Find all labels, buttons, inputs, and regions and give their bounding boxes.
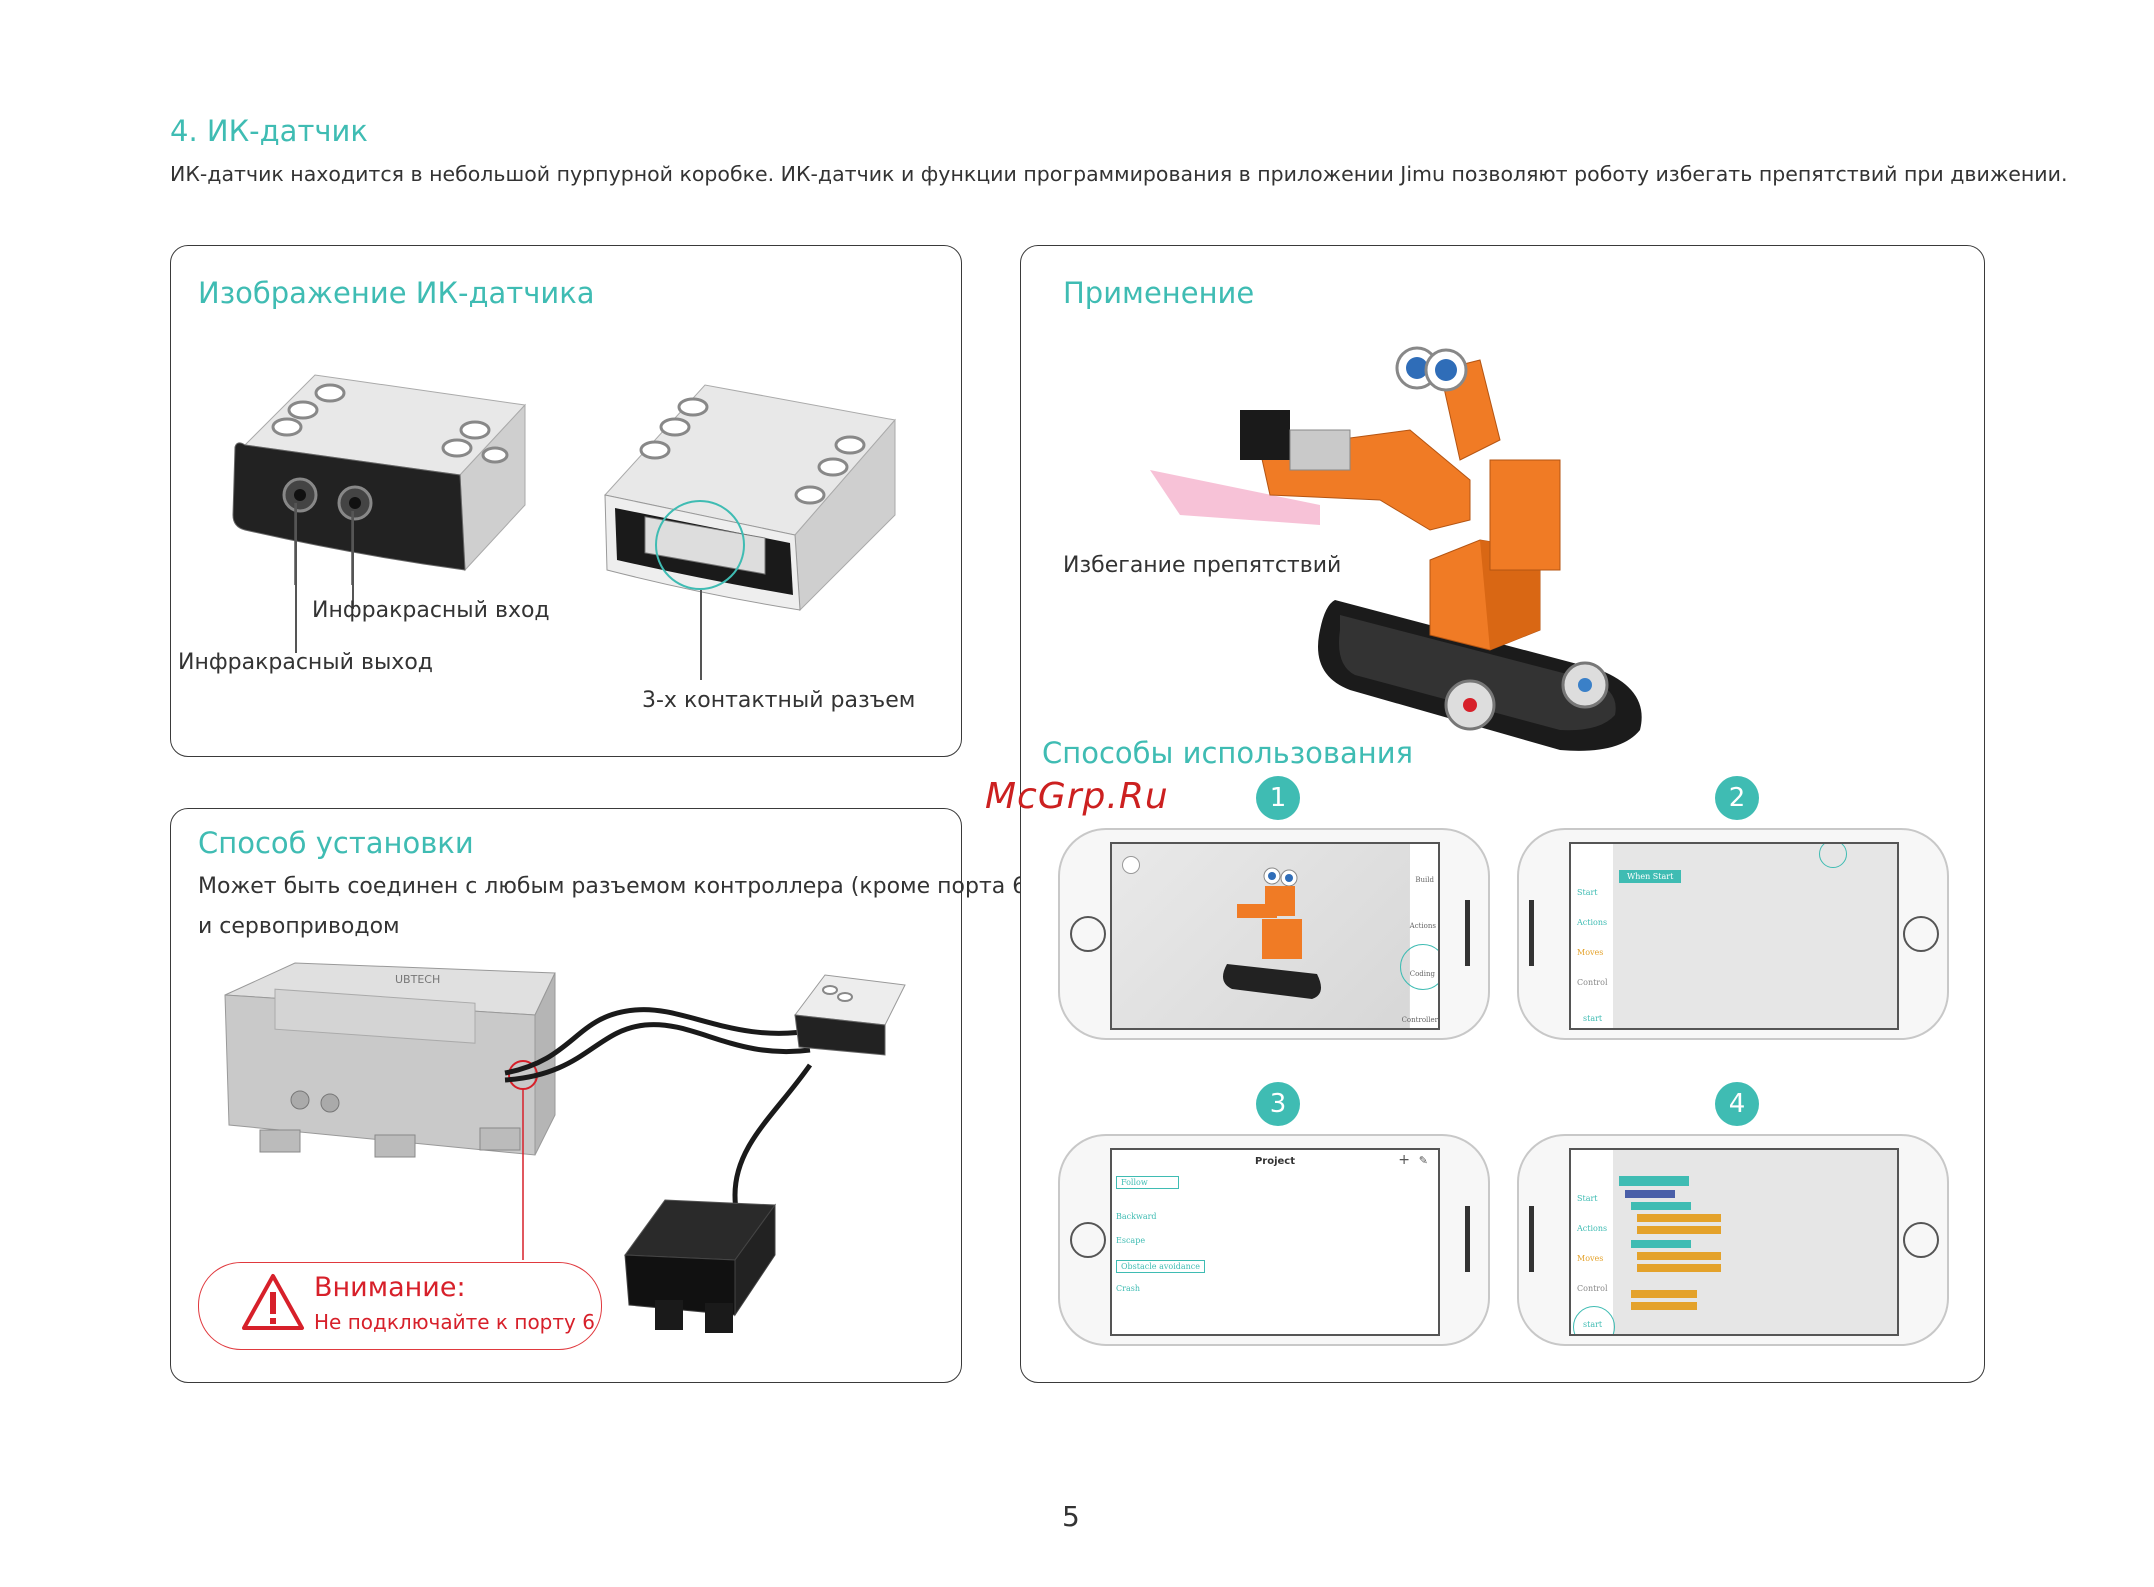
category-start[interactable]: Start	[1577, 888, 1598, 897]
step-3-badge: 3	[1256, 1082, 1300, 1126]
phone-step-1: Build Actions Coding Controller	[1058, 828, 1490, 1040]
category-moves[interactable]: Moves	[1577, 1254, 1604, 1263]
home-button	[1070, 916, 1106, 952]
speaker	[1465, 1206, 1470, 1272]
ir-input-label: Инфракрасный вход	[312, 598, 550, 623]
speaker	[1465, 900, 1470, 966]
category-start[interactable]: Start	[1577, 1194, 1598, 1203]
robot-preview	[1223, 867, 1321, 999]
intro-text: ИК-датчик находится в небольшой пурпурно…	[170, 162, 2068, 186]
add-icon[interactable]: +	[1398, 1152, 1410, 1168]
category-control[interactable]: Control	[1577, 978, 1608, 987]
side-menu	[1409, 844, 1438, 1028]
speaker	[1529, 900, 1534, 966]
obstacle-label: Избегание препятствий	[1063, 553, 1342, 578]
code-block	[1637, 1264, 1721, 1272]
block-sidebar	[1571, 1150, 1613, 1334]
app-screen-2: Start Actions Moves Control start When S…	[1569, 842, 1899, 1030]
install-title: Способ установки	[198, 826, 474, 860]
project-item-3[interactable]: Escape	[1116, 1236, 1146, 1245]
warning-text: Не подключайте к порту 6	[314, 1310, 595, 1334]
ir-input-leader	[352, 511, 354, 609]
project-item-5[interactable]: Crash	[1116, 1284, 1140, 1293]
app-screen-4: Start Actions Moves Control start	[1569, 1148, 1899, 1336]
category-actions[interactable]: Actions	[1577, 918, 1608, 927]
phone-step-4: Start Actions Moves Control start	[1517, 1134, 1949, 1346]
code-block	[1631, 1240, 1691, 1248]
menu-build[interactable]: Build	[1415, 876, 1434, 884]
project-item-1[interactable]: Follow	[1116, 1176, 1179, 1189]
project-item-2[interactable]: Backward	[1116, 1212, 1157, 1221]
home-button	[1903, 1222, 1939, 1258]
sensor-image-title: Изображение ИК-датчика	[198, 276, 595, 310]
code-block	[1631, 1290, 1697, 1298]
application-title: Применение	[1063, 276, 1255, 310]
category-moves[interactable]: Moves	[1577, 948, 1604, 957]
install-desc-line1: Может быть соединен с любым разъемом кон…	[198, 874, 1035, 899]
install-desc-line2: и сервоприводом	[198, 914, 400, 939]
block-sidebar	[1571, 844, 1613, 1028]
back-icon	[1122, 856, 1140, 874]
category-actions[interactable]: Actions	[1577, 1224, 1608, 1233]
step-2-badge: 2	[1715, 776, 1759, 820]
toolbar-highlight	[1819, 844, 1847, 868]
connector-leader	[700, 590, 702, 680]
menu-controller[interactable]: Controller	[1401, 1016, 1438, 1024]
watermark: McGrp.Ru	[985, 776, 1169, 817]
warning-title: Внимание:	[314, 1272, 466, 1303]
code-block	[1625, 1190, 1675, 1198]
usage-title: Способы использования	[1042, 736, 1414, 770]
connector-label: 3-х контактный разъем	[642, 688, 916, 713]
speaker	[1529, 1206, 1534, 1272]
app-screen-3: Project + ✎ Follow Backward Escape Obsta…	[1110, 1148, 1440, 1336]
code-block	[1637, 1226, 1721, 1234]
code-block	[1631, 1202, 1691, 1210]
coding-highlight	[1400, 944, 1438, 990]
menu-actions[interactable]: Actions	[1409, 922, 1436, 930]
ir-output-leader	[295, 503, 297, 653]
home-button	[1070, 1222, 1106, 1258]
code-block	[1637, 1214, 1721, 1222]
code-block	[1631, 1302, 1697, 1310]
phone-step-2: Start Actions Moves Control start When S…	[1517, 828, 1949, 1040]
code-block	[1637, 1252, 1721, 1260]
ir-output-label: Инфракрасный выход	[178, 650, 433, 675]
robot-illustration	[1150, 346, 1642, 751]
category-control[interactable]: Control	[1577, 1284, 1608, 1293]
ir-sensor-back-illustration	[604, 384, 896, 612]
project-item-4[interactable]: Obstacle avoidance	[1116, 1260, 1206, 1273]
step-1-badge: 1	[1256, 776, 1300, 820]
app-screen-1: Build Actions Coding Controller	[1110, 842, 1440, 1030]
edit-icon[interactable]: ✎	[1418, 1154, 1428, 1167]
page-number: 5	[1062, 1500, 1080, 1533]
home-button	[1903, 916, 1939, 952]
controller-connection-illustration: UBTECH	[224, 962, 906, 1333]
project-header: Project	[1254, 1156, 1296, 1167]
section-heading: 4. ИК-датчик	[170, 114, 368, 148]
warning-box	[198, 1262, 602, 1350]
phone-step-3: Project + ✎ Follow Backward Escape Obsta…	[1058, 1134, 1490, 1346]
controller-brand: UBTECH	[395, 973, 440, 986]
step-4-badge: 4	[1715, 1082, 1759, 1126]
run-button[interactable]: start	[1583, 1014, 1603, 1023]
code-block-stack	[1619, 1176, 1689, 1186]
ir-sensor-front-illustration	[232, 374, 527, 585]
when-start-block[interactable]: When Start	[1619, 870, 1682, 883]
warning-icon	[242, 1274, 304, 1330]
